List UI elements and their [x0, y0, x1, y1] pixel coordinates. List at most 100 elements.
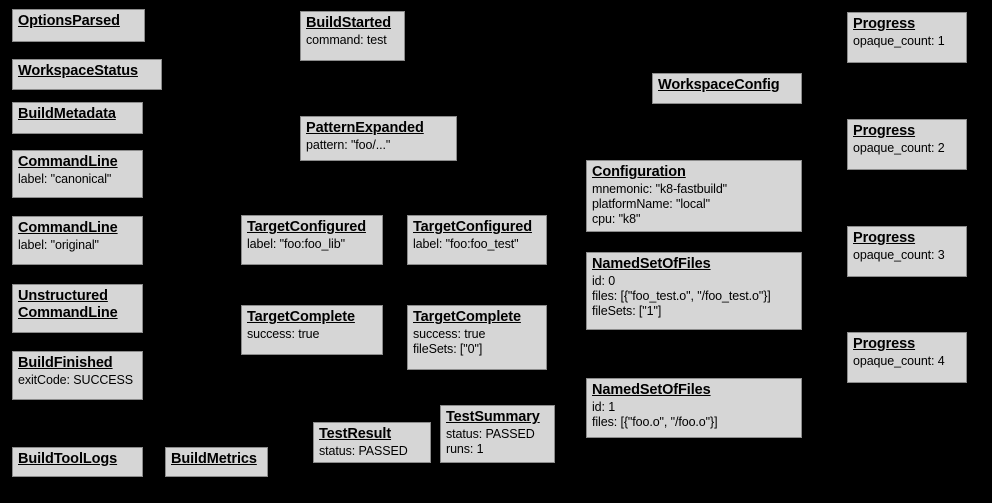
node-field: command: test: [306, 33, 387, 47]
node-title-line: NamedSetOfFiles: [592, 256, 711, 272]
node-field: opaque_count: 4: [853, 354, 945, 368]
node-title: PatternExpanded: [306, 120, 451, 137]
node-field: exitCode: SUCCESS: [18, 373, 134, 387]
node-field: label: "foo:foo_lib": [247, 237, 345, 251]
node-title: CommandLine: [18, 220, 137, 237]
node-title: WorkspaceStatus: [18, 63, 156, 80]
node-field: label: "original": [18, 238, 99, 252]
node-build-tool-logs[interactable]: BuildToolLogs: [12, 447, 143, 477]
node-fields: opaque_count: 4: [853, 354, 961, 369]
node-field: label: "foo:foo_test": [413, 237, 519, 251]
node-options-parsed[interactable]: OptionsParsed: [12, 9, 145, 42]
node-title: OptionsParsed: [18, 13, 139, 30]
node-build-metrics[interactable]: BuildMetrics: [165, 447, 268, 477]
node-title: Progress: [853, 336, 961, 353]
node-field: id: 1: [592, 400, 616, 414]
node-title-line: NamedSetOfFiles: [592, 382, 711, 398]
node-title-line: OptionsParsed: [18, 13, 120, 29]
node-title-line: WorkspaceStatus: [18, 63, 138, 79]
node-title: TargetComplete: [247, 309, 377, 326]
node-title-line: WorkspaceConfig: [658, 77, 780, 93]
node-title: TestResult: [319, 426, 425, 443]
node-title: NamedSetOfFiles: [592, 256, 796, 273]
node-title: BuildFinished: [18, 355, 137, 372]
node-field: cpu: "k8": [592, 212, 641, 226]
node-title: BuildMetadata: [18, 106, 137, 123]
node-build-started[interactable]: BuildStarted command: test: [300, 11, 405, 61]
node-title: NamedSetOfFiles: [592, 382, 796, 399]
node-fields: opaque_count: 3: [853, 248, 961, 263]
node-workspace-config[interactable]: WorkspaceConfig: [652, 73, 802, 104]
node-fields: mnemonic: "k8-fastbuild"platformName: "l…: [592, 182, 796, 227]
node-fields: exitCode: SUCCESS: [18, 373, 137, 388]
node-target-configured-foo-test[interactable]: TargetConfigured label: "foo:foo_test": [407, 215, 547, 265]
node-title: Progress: [853, 16, 961, 33]
node-field: fileSets: ["0"]: [413, 342, 483, 356]
node-field: opaque_count: 2: [853, 141, 945, 155]
node-title-line: BuildStarted: [306, 15, 392, 31]
node-field: opaque_count: 3: [853, 248, 945, 262]
node-title: BuildStarted: [306, 15, 399, 32]
node-fields: success: true: [247, 327, 377, 342]
node-field: mnemonic: "k8-fastbuild": [592, 182, 728, 196]
node-field: fileSets: ["1"]: [592, 304, 662, 318]
node-title-line: Progress: [853, 123, 916, 139]
node-title: Progress: [853, 123, 961, 140]
node-title: Configuration: [592, 164, 796, 181]
node-title: CommandLine: [18, 154, 137, 171]
node-field: platformName: "local": [592, 197, 710, 211]
node-field: runs: 1: [446, 442, 484, 456]
node-title-line: TargetConfigured: [413, 219, 532, 235]
node-progress-2[interactable]: Progress opaque_count: 2: [847, 119, 967, 170]
node-field: success: true: [247, 327, 320, 341]
node-fields: opaque_count: 1: [853, 34, 961, 49]
node-title-line: CommandLine: [18, 154, 118, 170]
node-title-line: BuildToolLogs: [18, 451, 118, 467]
node-title: BuildMetrics: [171, 451, 262, 468]
node-title-line: PatternExpanded: [306, 120, 424, 136]
node-title: TargetConfigured: [247, 219, 377, 236]
node-title-line: BuildMetadata: [18, 106, 116, 122]
node-configuration[interactable]: Configuration mnemonic: "k8-fastbuild"pla…: [586, 160, 802, 232]
node-title-line: TestSummary: [446, 409, 540, 425]
node-title-line: BuildFinished: [18, 355, 113, 371]
node-fields: label: "original": [18, 238, 137, 253]
node-fields: command: test: [306, 33, 399, 48]
node-title-line: CommandLine: [18, 305, 118, 321]
node-target-configured-foo-lib[interactable]: TargetConfigured label: "foo:foo_lib": [241, 215, 383, 265]
node-fields: status: PASSED: [319, 444, 425, 459]
node-title-line: Unstructured: [18, 288, 108, 304]
node-fields: opaque_count: 2: [853, 141, 961, 156]
node-title: WorkspaceConfig: [658, 77, 796, 94]
node-build-metadata[interactable]: BuildMetadata: [12, 102, 143, 134]
node-title-line: TargetConfigured: [247, 219, 366, 235]
node-workspace-status[interactable]: WorkspaceStatus: [12, 59, 162, 90]
node-field: opaque_count: 1: [853, 34, 945, 48]
node-title: TestSummary: [446, 409, 549, 426]
node-title-line: Configuration: [592, 164, 686, 180]
node-build-finished[interactable]: BuildFinished exitCode: SUCCESS: [12, 351, 143, 400]
node-field: status: PASSED: [319, 444, 408, 458]
node-title-line: BuildMetrics: [171, 451, 257, 467]
node-field: files: [{"foo.o", "/foo.o"}]: [592, 415, 718, 429]
node-fields: label: "foo:foo_test": [413, 237, 541, 252]
